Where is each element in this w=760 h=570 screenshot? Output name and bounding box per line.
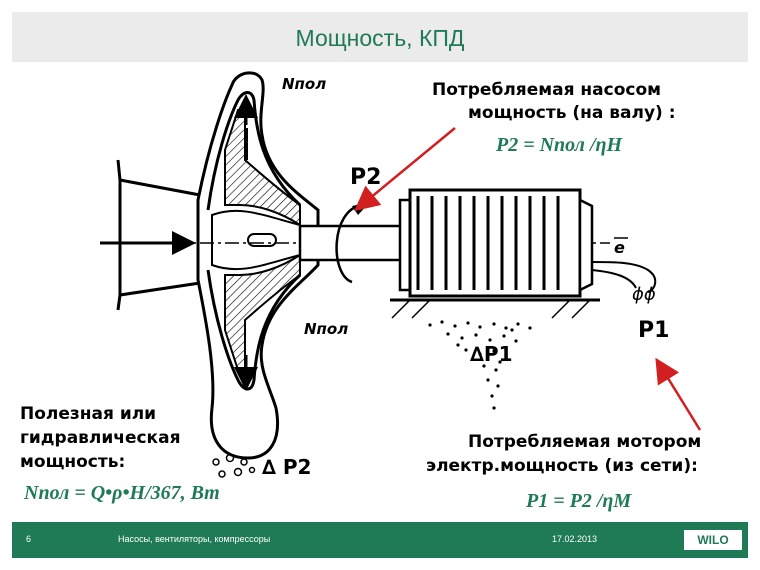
pump-power-line1: Потребляемая насосом [432,80,662,100]
motor-loss-dots [428,320,532,410]
hydraulic-loss-bubbles [212,453,256,478]
title-bar: Мощность, КПД [12,12,748,62]
motor-power-pointer [655,357,702,431]
electric-motor [398,188,657,298]
label-delta-p1: ∆P1 [470,342,513,366]
impeller [211,109,301,371]
motor-power-formula: P1 = P2 /ηМ [526,490,632,512]
useful-power-line1: Полезная или [20,404,157,424]
label-n-bottom: Nпол [304,320,349,338]
flow-arrows [234,94,258,391]
footer-date: 17.02.2013 [552,534,598,544]
useful-power-line2: гидравлическая [20,428,181,448]
rotation-arrow [335,203,363,284]
footer-bar: 6 Насосы, вентиляторы, компрессоры 17.02… [12,522,748,558]
shaft [298,224,412,262]
label-e: e [614,238,625,257]
label-delta-p2: ∆ P2 [262,455,312,479]
label-p1: P1 [638,318,670,343]
motor-base [390,298,600,319]
page-number: 6 [26,534,32,544]
label-p2: P2 [350,165,382,190]
pump-power-line2: мощность (на валу) : [468,103,676,123]
inlet-pipe [116,159,201,311]
footer-subject: Насосы, вентиляторы, компрессоры [118,534,271,544]
motor-power-line2: электр.мощность (из сети): [426,456,698,476]
useful-power-line3: мощность: [20,452,126,472]
label-phi: ϕϕ [632,284,656,305]
page-title: Мощность, КПД [295,25,465,51]
pump-power-formula: P2 = Nпол /ηН [496,134,623,156]
label-n-top: Nпол [282,75,327,93]
useful-power-formula: Nпол = Q•ρ•H/367, Вт [24,482,220,504]
wilo-logo: WILO [684,530,742,550]
motor-power-line1: Потребляемая мотором [468,432,702,452]
pump-power-pointer [354,127,456,212]
